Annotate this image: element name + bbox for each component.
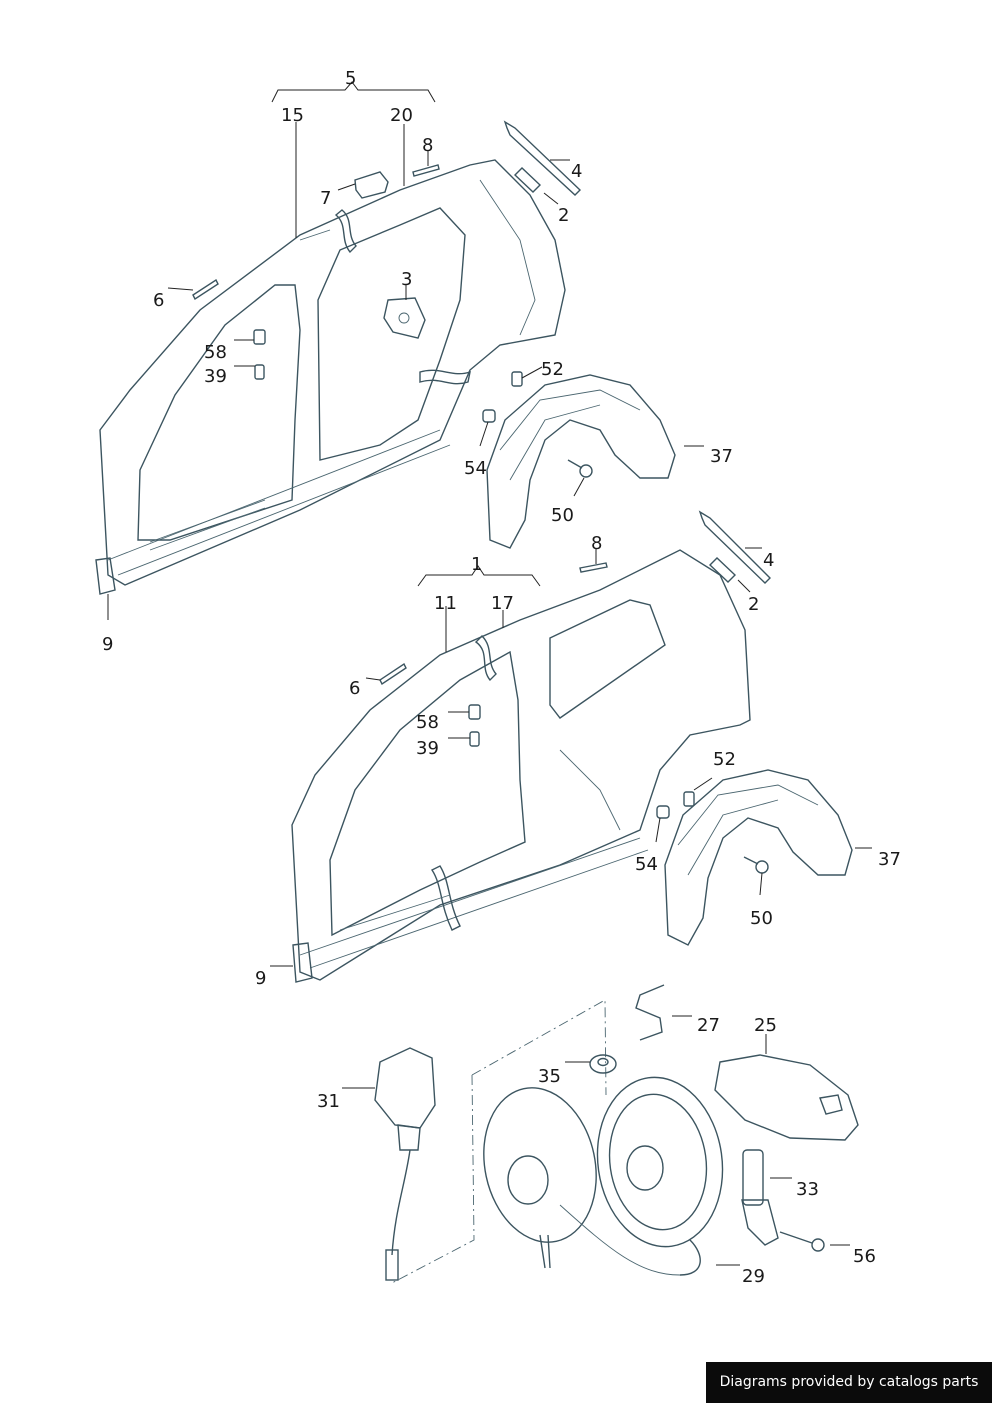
bracket-9-upper xyxy=(95,557,116,595)
label-7: 7 xyxy=(320,188,331,209)
label-25: 25 xyxy=(754,1015,777,1036)
filler-housing xyxy=(596,1076,724,1248)
wheelhouse-liner-37-lower xyxy=(664,769,853,946)
drain-hose-29 xyxy=(559,1204,701,1276)
label-35: 35 xyxy=(538,1066,561,1087)
screw-52-upper xyxy=(511,371,523,387)
label-6-upper: 6 xyxy=(153,290,164,311)
screw-52-lower xyxy=(683,791,695,807)
clip-54-lower xyxy=(656,805,670,819)
label-37-upper: 37 xyxy=(710,446,733,467)
label-52-upper: 52 xyxy=(541,359,564,380)
strip-8-upper xyxy=(412,164,440,177)
filler-flap-25 xyxy=(714,1054,859,1141)
label-20: 20 xyxy=(390,105,413,126)
label-5: 5 xyxy=(345,68,356,89)
label-9-upper: 9 xyxy=(102,634,113,655)
bolt-58-lower xyxy=(468,704,481,720)
strip-6-upper xyxy=(192,278,219,301)
group-bracket-5 xyxy=(271,81,436,103)
dash-dot-outline xyxy=(391,999,607,1284)
label-52-lower: 52 xyxy=(713,749,736,770)
label-39-lower: 39 xyxy=(416,738,439,759)
label-3: 3 xyxy=(401,269,412,290)
mount-plate-3 xyxy=(383,297,426,339)
bolt-39-lower xyxy=(469,731,480,747)
credit-banner: Diagrams provided by catalogs parts xyxy=(706,1362,992,1403)
label-2-lower: 2 xyxy=(748,594,759,615)
trim-strip-4-lower xyxy=(698,510,771,584)
clip-2-lower xyxy=(708,557,737,583)
clip-2-upper xyxy=(513,167,542,193)
label-58-lower: 58 xyxy=(416,712,439,733)
group-bracket-1 xyxy=(417,565,541,587)
side-panel-3door xyxy=(291,549,751,981)
label-50-lower: 50 xyxy=(750,908,773,929)
label-33: 33 xyxy=(796,1179,819,1200)
hinge-bracket-7 xyxy=(354,171,389,199)
label-39-upper: 39 xyxy=(204,366,227,387)
spring-27 xyxy=(635,984,665,1041)
bracket-9-lower xyxy=(292,942,313,983)
label-11: 11 xyxy=(434,593,457,614)
label-54-lower: 54 xyxy=(635,854,658,875)
label-8-lower: 8 xyxy=(591,533,602,554)
label-4-upper: 4 xyxy=(571,161,582,182)
clip-54-upper xyxy=(482,409,496,423)
label-29: 29 xyxy=(742,1266,765,1287)
label-31: 31 xyxy=(317,1091,340,1112)
strip-8-lower xyxy=(579,562,608,573)
label-37-lower: 37 xyxy=(878,849,901,870)
screw-50-upper xyxy=(567,459,593,478)
label-58-upper: 58 xyxy=(204,342,227,363)
label-17: 17 xyxy=(491,593,514,614)
screw-50-lower xyxy=(743,856,769,874)
screw-56 xyxy=(779,1231,825,1252)
label-15: 15 xyxy=(281,105,304,126)
wheelhouse-liner-37-upper xyxy=(486,374,676,549)
label-9-lower: 9 xyxy=(255,968,266,989)
filler-disc xyxy=(483,1087,597,1269)
actuator-31 xyxy=(374,1047,436,1281)
label-54-upper: 54 xyxy=(464,458,487,479)
grommet-35 xyxy=(589,1054,617,1074)
leader-lines xyxy=(107,122,872,1266)
callout-labels: 5 15 20 8 7 4 2 3 6 58 39 52 54 37 50 9 … xyxy=(102,68,901,1287)
label-27: 27 xyxy=(697,1015,720,1036)
trim-strip-4-upper xyxy=(503,120,582,196)
strip-6-lower xyxy=(379,662,407,686)
label-1: 1 xyxy=(471,554,482,575)
bolt-39-upper xyxy=(254,364,265,380)
hinge-33 xyxy=(741,1149,779,1246)
label-56: 56 xyxy=(853,1246,876,1267)
label-2-upper: 2 xyxy=(558,205,569,226)
bolt-58-upper xyxy=(253,329,266,345)
label-4-lower: 4 xyxy=(763,550,774,571)
label-50-upper: 50 xyxy=(551,505,574,526)
side-panel-5door xyxy=(99,159,566,586)
label-8-upper: 8 xyxy=(422,135,433,156)
label-6-lower: 6 xyxy=(349,678,360,699)
